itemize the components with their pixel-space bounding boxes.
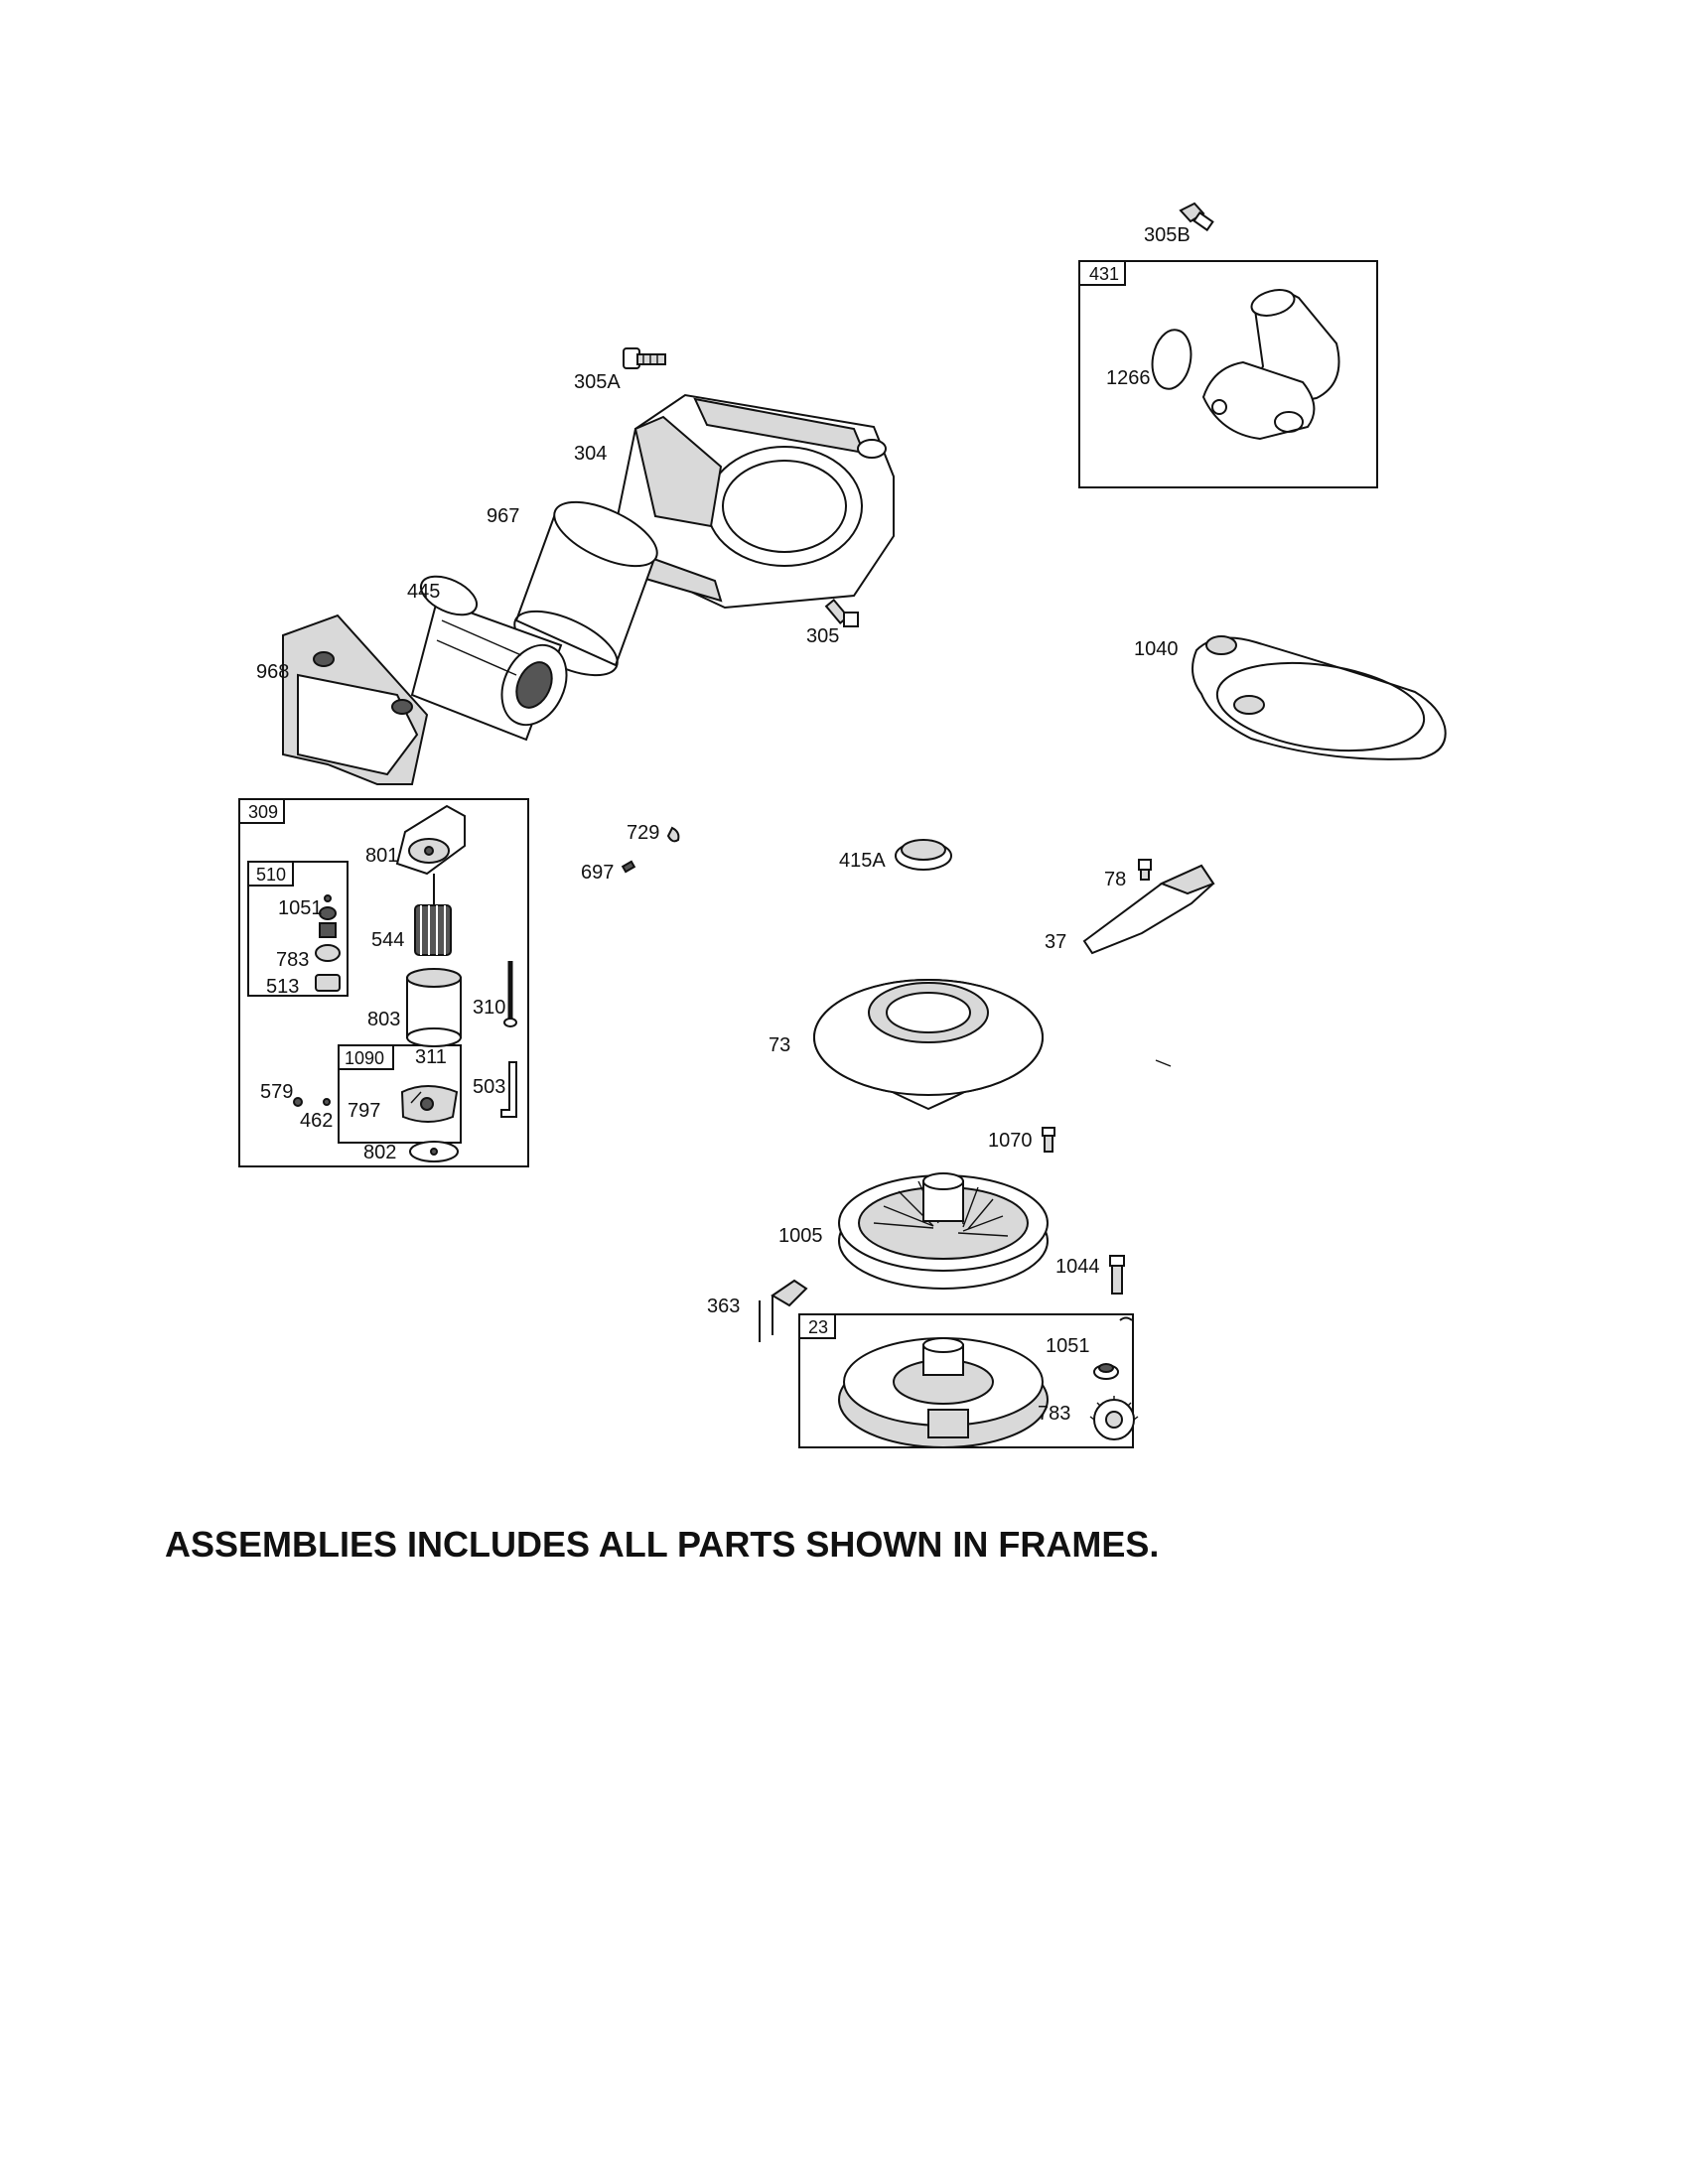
- starter-armature-544-drawing: [414, 874, 452, 956]
- callout-304: 304: [574, 443, 607, 465]
- frame-431-label: 431: [1089, 264, 1119, 284]
- callout-968: 968: [256, 661, 289, 683]
- callout-462: 462: [300, 1110, 333, 1132]
- cover-73-drawing: [813, 979, 1044, 1111]
- frame-23: 23: [798, 1313, 1134, 1448]
- screw-305b-drawing: [1179, 202, 1214, 232]
- parts-diagram: 431 309 510 1090 23: [238, 202, 1447, 1448]
- callout-579: 579: [260, 1081, 293, 1103]
- baffle-1040-drawing: [1192, 635, 1447, 760]
- callout-801: 801: [365, 845, 398, 867]
- callout-797: 797: [348, 1100, 380, 1122]
- callout-363: 363: [707, 1296, 740, 1317]
- callout-967: 967: [487, 505, 519, 527]
- screw-305-drawing: [824, 598, 859, 627]
- bracket-503-drawing: [500, 1061, 517, 1118]
- cap-415a-drawing: [895, 839, 952, 871]
- callout-445: 445: [407, 581, 440, 603]
- intake-elbow-431-drawing: [1201, 289, 1340, 441]
- frame-23-label: 23: [808, 1317, 828, 1337]
- frame-431: 431: [1078, 260, 1378, 488]
- callout-1266: 1266: [1106, 367, 1151, 389]
- frame-1090: 1090: [338, 1044, 462, 1144]
- end-cap-802-drawing: [409, 1141, 459, 1162]
- callout-305: 305: [806, 625, 839, 647]
- callout-1005: 1005: [778, 1225, 823, 1247]
- flywheel-23-drawing: [838, 1337, 1049, 1448]
- frame-1090-label: 1090: [345, 1048, 384, 1068]
- pre-filter-967-drawing: [513, 500, 658, 677]
- callout-415a: 415A: [839, 850, 886, 872]
- callout-305b: 305B: [1144, 224, 1191, 246]
- callout-783-flywheel: 783: [1038, 1403, 1070, 1425]
- callout-1051-flywheel: 1051: [1046, 1335, 1090, 1357]
- frame-510: 510: [247, 861, 349, 997]
- air-filter-445-drawing: [410, 575, 568, 742]
- callout-37: 37: [1045, 931, 1066, 953]
- assemblies-footnote: ASSEMBLIES INCLUDES ALL PARTS SHOWN IN F…: [165, 1524, 1160, 1565]
- callout-1040: 1040: [1134, 638, 1179, 660]
- starter-801-drawing: [395, 804, 466, 876]
- callout-1070: 1070: [988, 1130, 1033, 1152]
- callout-310: 310: [473, 997, 505, 1019]
- guard-37-drawing: [1082, 864, 1215, 955]
- air-cleaner-cover-968-drawing: [282, 614, 429, 785]
- blower-housing-304-drawing: [613, 393, 895, 610]
- gear-783-flywheel-drawing: [1089, 1396, 1139, 1440]
- callout-311: 311: [415, 1046, 447, 1068]
- pin-697-drawing: [621, 860, 636, 874]
- callout-544: 544: [371, 929, 404, 951]
- callout-802: 802: [363, 1142, 396, 1163]
- callout-513: 513: [266, 976, 299, 998]
- callout-729: 729: [627, 822, 659, 844]
- clip-729-drawing: [666, 826, 680, 843]
- callout-1051-starter: 1051: [278, 897, 323, 919]
- bracket-363-drawing: [759, 1279, 808, 1342]
- callout-803: 803: [367, 1009, 400, 1030]
- callout-503: 503: [473, 1076, 505, 1098]
- starter-housing-803-drawing: [406, 968, 462, 1047]
- screw-1070-drawing: [1042, 1127, 1055, 1153]
- screw-305a-drawing: [623, 347, 666, 369]
- brush-plate-797-drawing: [400, 1085, 459, 1123]
- washer-462-drawing: [323, 1098, 331, 1106]
- bolt-78-drawing: [1138, 859, 1152, 881]
- washer-579-drawing: [293, 1097, 303, 1107]
- washer-1051-flywheel-drawing: [1093, 1316, 1133, 1380]
- fan-1005-drawing: [838, 1172, 1049, 1290]
- frame-309-label: 309: [248, 802, 278, 822]
- callout-78: 78: [1104, 869, 1126, 890]
- starter-510-parts-drawing: [315, 894, 341, 992]
- callout-783-starter: 783: [276, 949, 309, 971]
- bolt-1044-drawing: [1109, 1255, 1125, 1295]
- through-bolt-310-drawing: [503, 961, 517, 1027]
- frame-510-label: 510: [256, 865, 286, 885]
- frame-309: 309: [238, 798, 529, 1167]
- callout-697: 697: [581, 862, 614, 884]
- callout-73: 73: [769, 1034, 790, 1056]
- callout-305a: 305A: [574, 371, 621, 393]
- o-ring-1266-drawing: [1151, 329, 1193, 390]
- leader-lines: [410, 1059, 1172, 1104]
- callout-1044: 1044: [1055, 1256, 1100, 1278]
